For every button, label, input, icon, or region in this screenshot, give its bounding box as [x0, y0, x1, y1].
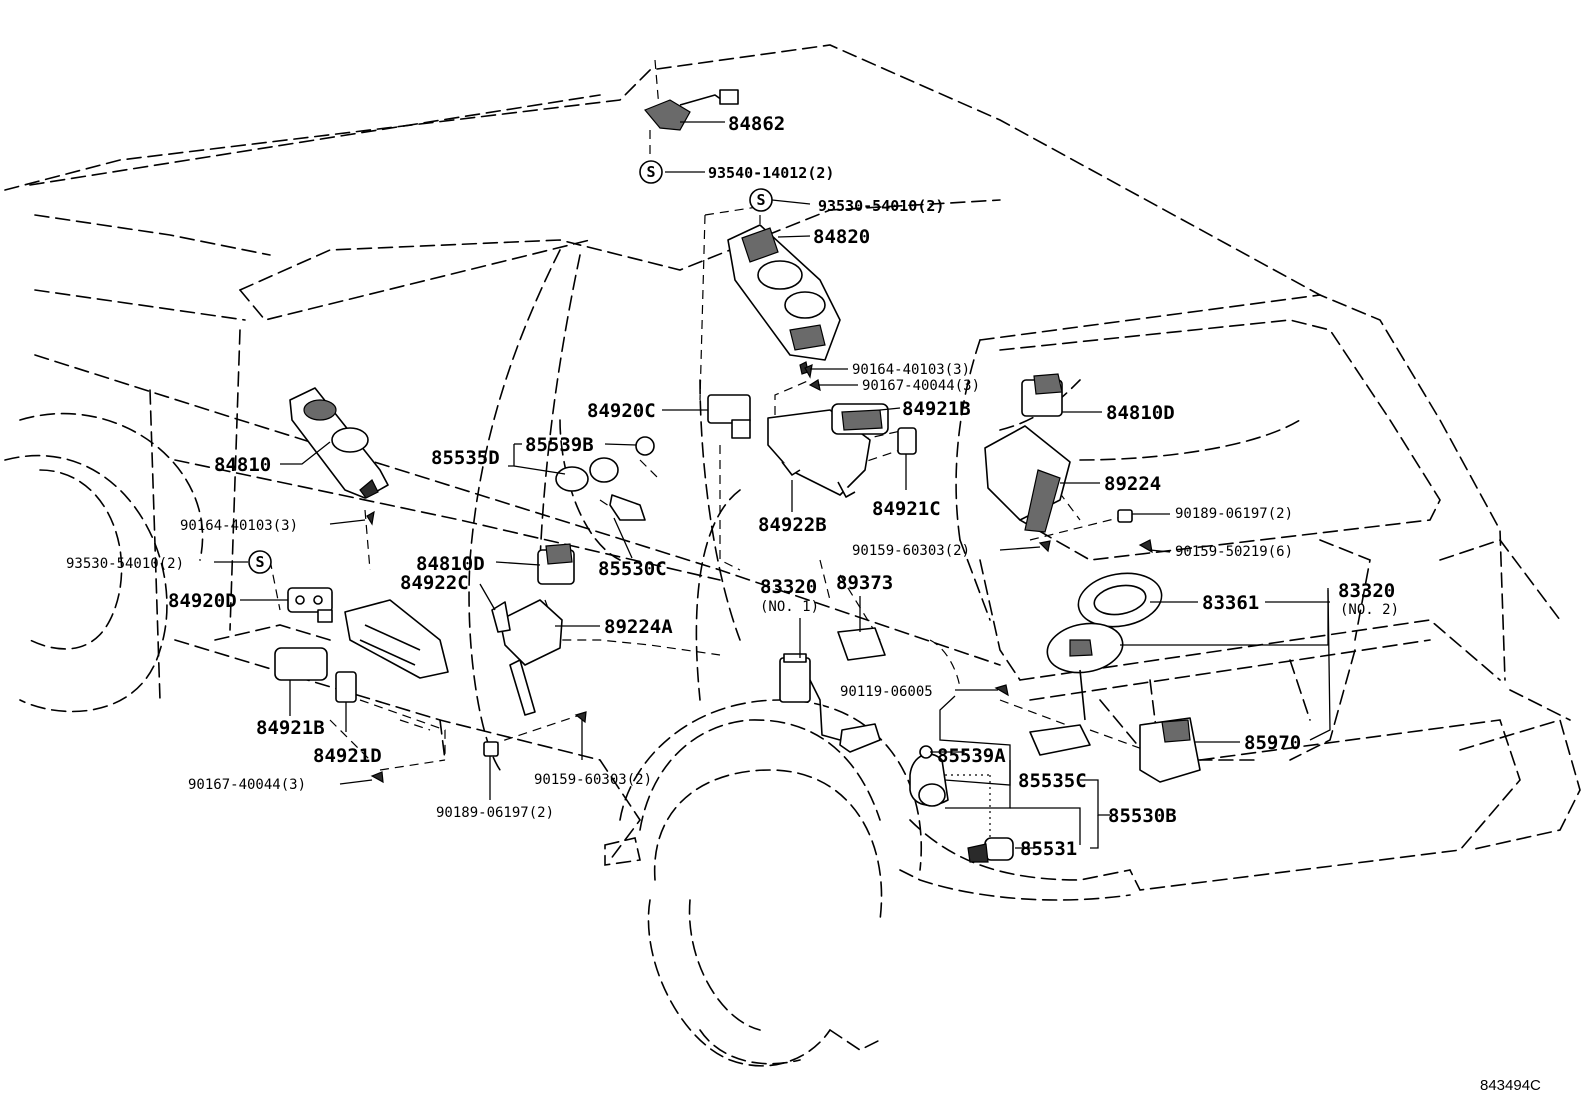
- part-89224a-module: [491, 599, 563, 716]
- label-84810d-left: 84810D: [416, 553, 485, 575]
- part-84921c-knob: [897, 427, 917, 455]
- label-84920d: 84920D: [168, 590, 237, 612]
- label-85531: 85531: [1020, 838, 1077, 860]
- label-90189-06197-right: 90189-06197(2): [1175, 506, 1293, 522]
- label-85530c: 85530C: [598, 558, 667, 580]
- part-83320-no1-sender: [779, 653, 881, 753]
- label-90167-40044-left: 90167-40044(3): [188, 777, 306, 793]
- part-labels: 84862 93540-14012(2) 93530-54010(2) 8482…: [66, 113, 1399, 860]
- label-84920c: 84920C: [587, 400, 656, 422]
- label-90159-60303-right: 90159-60303(2): [852, 543, 970, 559]
- label-84921c: 84921C: [872, 498, 941, 520]
- label-85539b: 85539B: [525, 434, 594, 456]
- part-84921b-right-switch: [831, 403, 889, 435]
- label-84921b-right: 84921B: [902, 398, 971, 420]
- label-83320-no2: 83320: [1338, 580, 1395, 602]
- label-93530-54010-left: 93530-54010(2): [66, 556, 184, 572]
- label-85539a: 85539A: [937, 745, 1006, 767]
- label-84921d: 84921D: [313, 745, 382, 767]
- label-83320-no1-note: (NO. 1): [760, 599, 819, 615]
- label-90164-40103-left: 90164-40103(3): [180, 518, 298, 534]
- label-89373: 89373: [836, 572, 893, 594]
- part-84810-left-switch: [289, 387, 389, 499]
- label-90189-06197-left: 90189-06197(2): [436, 805, 554, 821]
- diagram-id: 843494C: [1480, 1077, 1541, 1094]
- label-83320-no1: 83320: [760, 576, 817, 598]
- label-89224a: 89224A: [604, 616, 673, 638]
- label-84922c: 84922C: [400, 572, 469, 594]
- label-85535d: 85535D: [431, 447, 500, 469]
- part-84921b-left-switch: [274, 647, 328, 681]
- part-84810d-right-switch: [1021, 373, 1063, 417]
- label-84810: 84810: [214, 454, 271, 476]
- label-90167-40044-top: 90167-40044(3): [862, 378, 980, 394]
- part-84922c-bezel: [344, 599, 449, 679]
- part-85539b-85530c-socket: [555, 436, 655, 521]
- part-84920c-connector: [707, 394, 751, 439]
- label-93530-54010-top: 93530-54010(2): [818, 197, 944, 215]
- label-85530b: 85530B: [1108, 805, 1177, 827]
- label-90159-50219: 90159-50219(6): [1175, 544, 1293, 560]
- part-84921d-knob: [335, 671, 357, 703]
- label-90119-06005: 90119-06005: [840, 684, 933, 700]
- label-83320-no2-note: (NO. 2): [1340, 602, 1399, 618]
- svg-text:S: S: [255, 553, 264, 571]
- label-84862: 84862: [728, 113, 785, 135]
- part-83320-no2-sender: [1029, 622, 1124, 756]
- part-84920d-connector: [287, 587, 333, 623]
- label-84820: 84820: [813, 226, 870, 248]
- label-84922b: 84922B: [758, 514, 827, 536]
- part-89224-module: [984, 425, 1071, 533]
- part-84820-master-switch: [727, 224, 841, 375]
- part-85531-socket: [967, 837, 1014, 863]
- label-89224: 89224: [1104, 473, 1161, 495]
- s-badge-3: S: [248, 550, 272, 574]
- vehicle-outline: [4, 44, 1581, 1067]
- label-83361: 83361: [1202, 592, 1259, 614]
- label-90164-40103-top: 90164-40103(3): [852, 362, 970, 378]
- part-83361-gasket: [1077, 572, 1163, 628]
- svg-text:S: S: [646, 163, 655, 181]
- label-85970: 85970: [1244, 732, 1301, 754]
- s-badge-1: S: [639, 160, 663, 184]
- part-85535c-socket-cover: [909, 745, 949, 807]
- label-90159-60303-left: 90159-60303(2): [534, 772, 652, 788]
- part-84862-sensor: [644, 89, 739, 131]
- part-89373-sensor: [837, 627, 886, 661]
- fasteners: [366, 364, 1153, 784]
- label-85535c: 85535C: [1018, 770, 1087, 792]
- label-93540-14012: 93540-14012(2): [708, 164, 834, 182]
- leader-lines: [214, 121, 1331, 849]
- part-84810d-left-switch: [537, 543, 575, 585]
- part-85970-amp: [1139, 717, 1201, 783]
- svg-text:S: S: [756, 191, 765, 209]
- s-badge-2: S: [749, 188, 773, 212]
- label-84810d-right: 84810D: [1106, 402, 1175, 424]
- label-84921b-left: 84921B: [256, 717, 325, 739]
